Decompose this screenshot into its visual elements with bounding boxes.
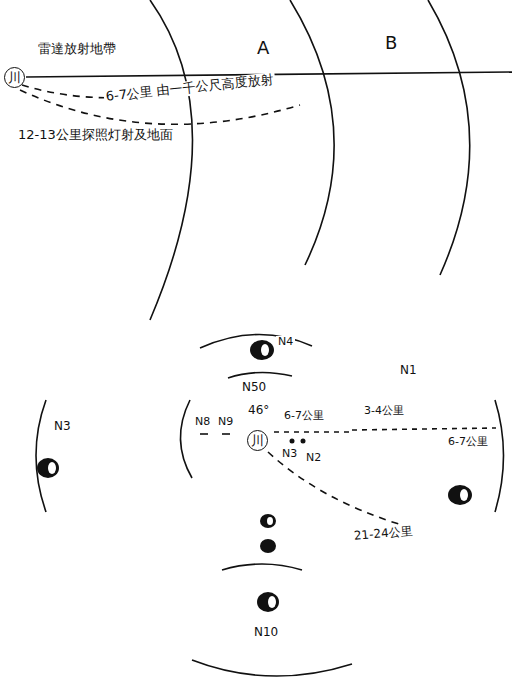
sketch-label: N3 <box>52 420 73 434</box>
sketch-label: N3 <box>280 448 299 461</box>
bracket <box>180 400 192 478</box>
ship <box>250 340 274 360</box>
sketch-label: 21-24公里 <box>351 525 415 544</box>
ship-symbol-circle: 川 <box>4 67 25 88</box>
sketch-label: N8 <box>193 416 212 429</box>
ship-dot <box>301 439 306 444</box>
zone-arc <box>150 0 193 320</box>
zone-arc <box>290 0 334 265</box>
ship-symbol: 川 <box>251 434 264 447</box>
formation-arc <box>222 564 302 570</box>
sketch-label: 6-7公里 <box>446 436 490 449</box>
ship <box>260 514 276 528</box>
sketch-label: 3-4公里 <box>362 405 406 418</box>
ship <box>37 458 59 478</box>
formation-arc <box>228 372 292 378</box>
ship <box>257 592 279 612</box>
ship-dot <box>290 439 295 444</box>
distance-line <box>274 431 350 433</box>
ship <box>260 539 276 553</box>
sketch-label: 雷達放射地帶 <box>36 42 118 57</box>
sketch-label: 46° <box>246 404 271 418</box>
distance-line <box>268 452 402 525</box>
sketch-label: N9 <box>216 416 235 429</box>
sketch-label: N1 <box>398 364 419 378</box>
sketch-label: N50 <box>240 381 268 395</box>
ship-symbol: 川 <box>8 71 21 84</box>
zone-arc <box>428 0 470 275</box>
formation-arc <box>192 660 352 676</box>
ship <box>448 485 472 505</box>
sketch-label: A <box>255 38 271 59</box>
sketch-label: N10 <box>252 626 280 640</box>
sketch-label: N2 <box>304 452 323 465</box>
ship-mark <box>222 433 230 435</box>
ship-mark <box>200 433 208 435</box>
sketch-label: N4 <box>276 336 295 349</box>
sketch-label: B <box>383 33 399 54</box>
bracket <box>36 400 46 512</box>
sketch-label: 12-13公里探照灯射及地面 <box>16 128 175 143</box>
ship-symbol-circle: 川 <box>247 430 268 451</box>
sketch-label: 6-7公里 <box>282 410 326 423</box>
distance-line <box>352 428 496 430</box>
bracket <box>495 400 504 512</box>
